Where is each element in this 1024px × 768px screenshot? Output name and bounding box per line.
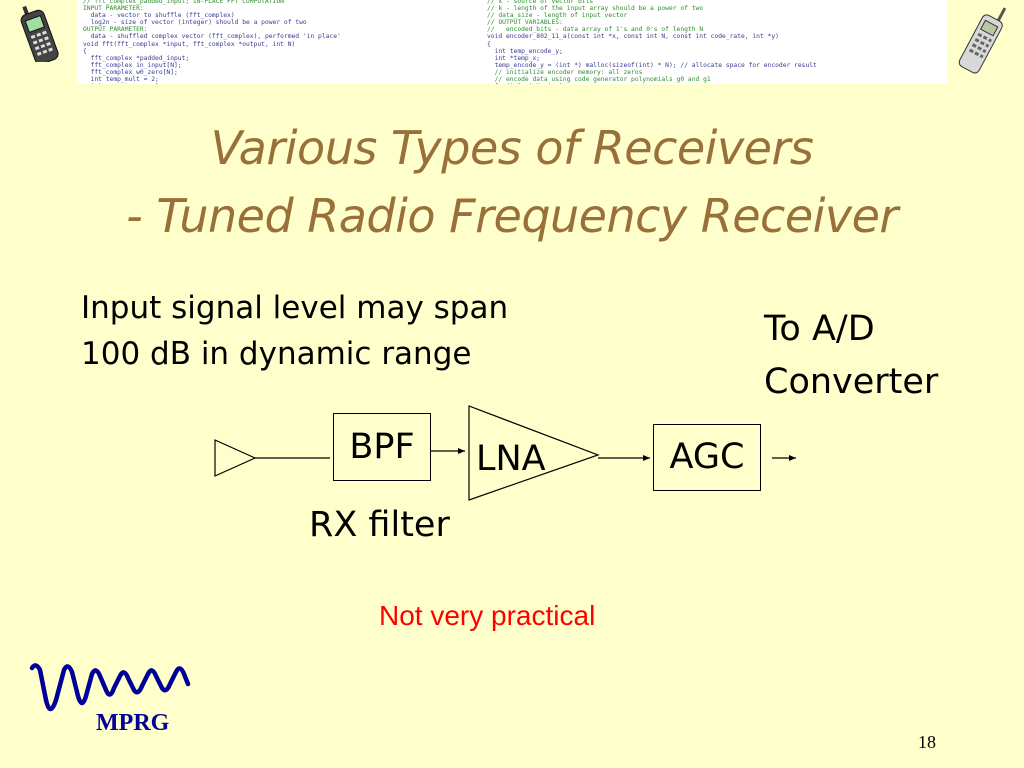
code-line: {	[487, 40, 491, 48]
code-line: // data_size - length of input vector	[487, 12, 628, 20]
lna-amplifier-symbol	[468, 405, 600, 501]
bpf-block: BPF	[333, 413, 431, 481]
code-line: data - vector to shuffle (fft_complex)	[83, 12, 235, 20]
code-line: // encoded_bits - data array of 1's and …	[487, 26, 704, 34]
page-number: 18	[918, 732, 936, 752]
code-line: void encoder_802_11_a(const int *x, cons…	[487, 33, 779, 41]
input-note-line-2: 100 dB in dynamic range	[81, 336, 472, 372]
slide-title-line-1: Various Types of Receivers	[210, 121, 814, 175]
code-line: // fft_complex_padded_input; IN-PLACE FF…	[83, 0, 284, 5]
remark-text: Not very practical	[379, 600, 596, 631]
code-line: // encode data using code generator poly…	[487, 76, 711, 84]
code-line: temp_encode_y = (int *) malloc(sizeof(in…	[487, 61, 817, 69]
code-line: fft_complex *padded_input;	[83, 54, 190, 62]
code-line: data - shuffled complex vector (fft_comp…	[83, 33, 341, 41]
agc-block: AGC	[653, 424, 761, 491]
code-line: int temp_mult = 2;	[83, 76, 159, 84]
mprg-logo-waveform-icon	[29, 663, 191, 712]
lna-label: LNA	[476, 439, 546, 479]
rx-filter-label: RX filter	[309, 505, 450, 545]
code-line: // k - length of the input array should …	[487, 5, 704, 13]
code-line: for(i=0; i<N; i++)	[487, 83, 817, 84]
code-line: int temp_encode_y;	[487, 47, 563, 55]
bpf-label: BPF	[349, 427, 415, 467]
mprg-logo-text: MPRG	[96, 710, 170, 736]
code-line: log2n - size of vector (integer) should …	[83, 19, 307, 27]
code-line: {	[83, 47, 87, 55]
code-listing-right: // x - source of vector bits// k - lengt…	[487, 0, 817, 84]
mobile-phone-right-icon	[958, 7, 1007, 74]
output-label-line-1: To A/D	[764, 309, 875, 349]
code-line: fft_complex w0_zero[N];	[83, 68, 178, 76]
mobile-phone-left-icon	[20, 5, 59, 62]
code-line: void fft(fft_complex *input, fft_complex…	[83, 40, 296, 48]
code-line: INPUT PARAMETER:	[83, 5, 144, 13]
input-note-line-1: Input signal level may span	[81, 290, 509, 326]
header-code-banner: // fft_complex_padded_input; IN-PLACE FF…	[77, 0, 947, 84]
antenna-symbol	[214, 439, 257, 477]
code-listing-left: // fft_complex_padded_input; IN-PLACE FF…	[83, 0, 341, 84]
code-line: fft_complex in_input[N];	[83, 61, 182, 69]
code-line: int num_stages = 0;	[83, 83, 341, 84]
agc-label: AGC	[669, 437, 745, 477]
code-line: int *temp_x;	[487, 54, 541, 62]
code-line: // initialize encoder memory: all zeros	[487, 68, 643, 76]
output-label-line-2: Converter	[764, 362, 939, 402]
slide-title-line-2: - Tuned Radio Frequency Receiver	[126, 189, 898, 243]
code-line: OUTPUT PARAMETER:	[83, 26, 148, 34]
code-line: // OUTPUT VARIABLES:	[487, 19, 563, 27]
code-line: // x - source of vector bits	[487, 0, 594, 5]
